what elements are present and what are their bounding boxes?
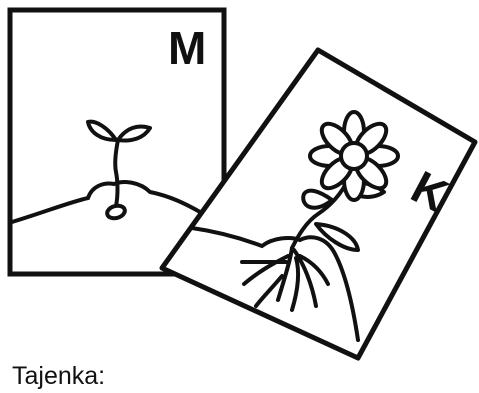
seedling-stem: [113, 138, 120, 208]
card-right: K: [159, 47, 478, 361]
card-left-letter: M: [168, 22, 206, 74]
seedling-leaf-right: [116, 124, 152, 143]
seed-icon: [105, 203, 127, 221]
caption-label: Tajenka:: [12, 362, 106, 390]
flower-icon: [308, 110, 400, 202]
plant-leaf-upper: [301, 188, 334, 210]
ground-left: [10, 180, 202, 224]
roots: [240, 246, 330, 312]
card-left: M: [7, 7, 227, 277]
flower-center: [339, 141, 369, 171]
plant-leaf-lower: [314, 222, 360, 252]
ground-right: [190, 226, 360, 342]
seedling-leaf-left: [86, 119, 118, 142]
